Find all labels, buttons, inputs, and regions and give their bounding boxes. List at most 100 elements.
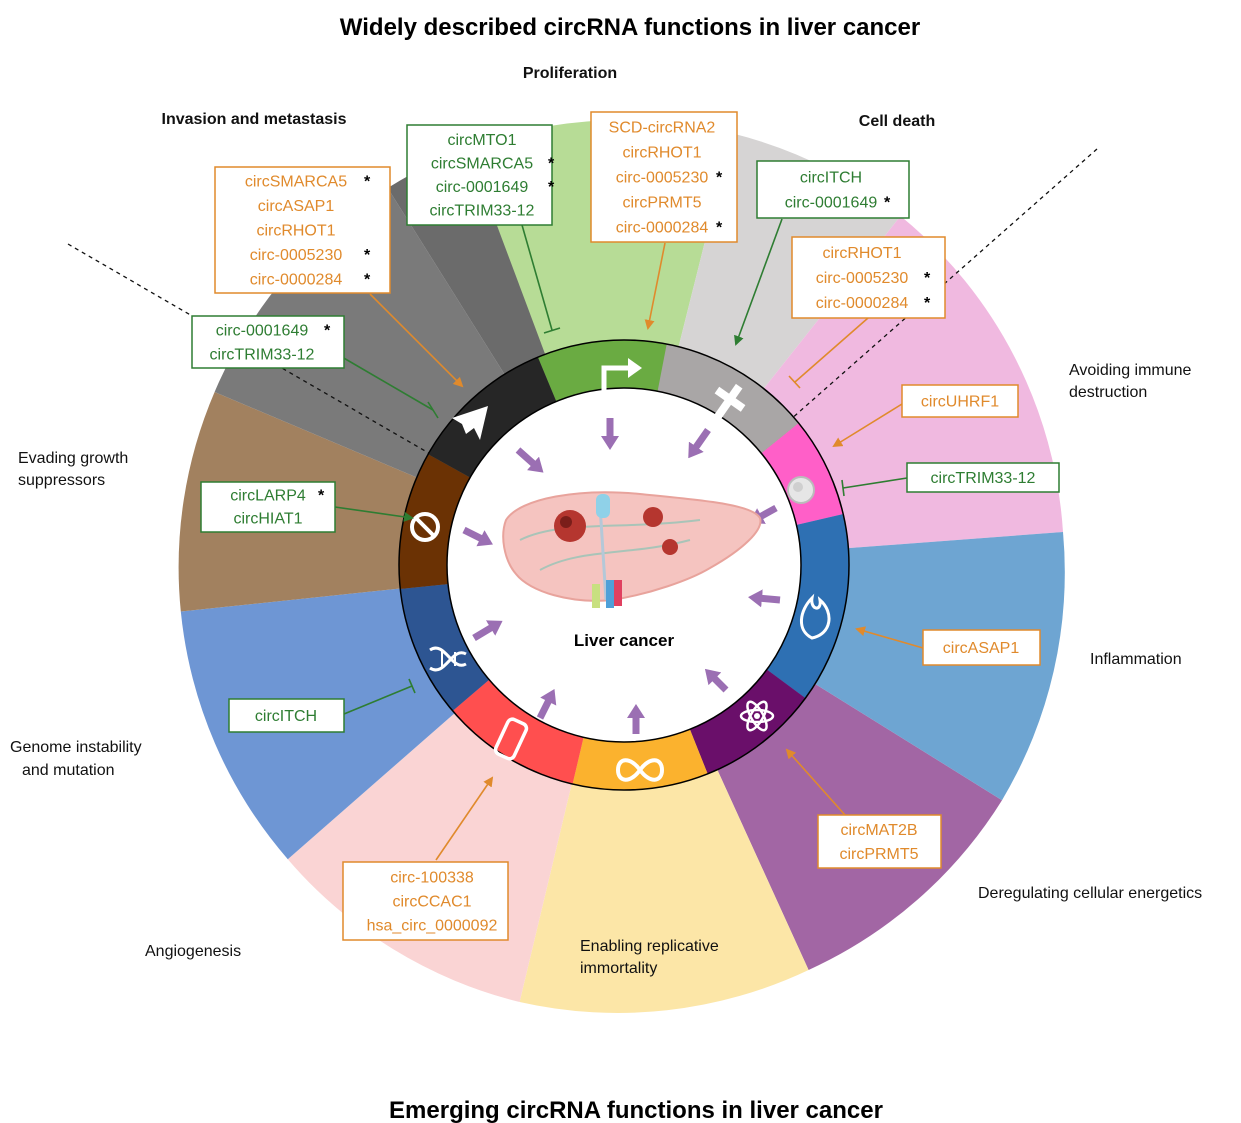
arrow-genome [472, 620, 503, 642]
significance-star: * [884, 195, 891, 212]
box-frame [906, 462, 1060, 493]
box-frame [200, 481, 336, 533]
arrow-growth [462, 526, 493, 547]
circrna-name: circ-0000284 [616, 220, 709, 237]
circrna-name: circASAP1 [943, 640, 1020, 657]
connector-invasion-green [329, 349, 434, 411]
circrna-name: circTRIM33-12 [931, 470, 1036, 487]
circrna-name: circASAP1 [258, 198, 335, 215]
dna-icon [429, 646, 467, 672]
box-angio-orange: circ-100338 circCCAC1 hsa_circ_0000092 [342, 861, 509, 941]
ring-outer-border [398, 339, 850, 791]
connectors [329, 218, 924, 861]
label-genome-2: and mutation [22, 762, 115, 779]
circrna-name: circ-0005230 [816, 270, 909, 287]
connector-invasion-green-bar [427, 401, 439, 419]
box-frame [901, 384, 1019, 418]
label-angiogenesis: Angiogenesis [145, 943, 241, 960]
circrna-name: circMAT2B [840, 822, 917, 839]
label-evading-growth-2: suppressors [18, 472, 105, 489]
liver-illustration [502, 491, 762, 608]
circrna-name: circRHOT1 [622, 145, 701, 162]
sector-replicative [519, 565, 809, 1013]
circrna-name: circSMARCA5 [245, 173, 347, 190]
box-frame [214, 166, 391, 294]
box-invasion-orange: circSMARCA5*circASAP1circRHOT1circ-00052… [214, 166, 391, 294]
circrna-name: circITCH [800, 170, 862, 187]
label-immune-1: Avoiding immune [1069, 362, 1192, 379]
box-frame [922, 629, 1041, 666]
box-frame [756, 160, 910, 219]
box-frame [406, 124, 553, 226]
circrna-name: circTRIM33-12 [210, 346, 315, 363]
connector-prolif-green [521, 224, 553, 331]
infinity-icon [615, 758, 665, 782]
circrna-name: circPRMT5 [839, 846, 918, 863]
circrna-name: circ-0005230 [616, 170, 709, 187]
box-growth-green: circLARP4 * circHIAT1 [200, 481, 336, 533]
circrna-name: circ-0000284 [816, 295, 909, 312]
circrna-name: circ-0001649 [785, 195, 878, 212]
box-prolif-green: circMTO1circSMARCA5*circ-0001649*circTRI… [406, 124, 555, 226]
circrna-name: circITCH [255, 708, 317, 725]
ring-replicative [572, 729, 708, 791]
significance-star: * [716, 170, 723, 187]
box-inflammation-orange: circASAP1 [922, 629, 1041, 666]
significance-star: * [924, 295, 931, 312]
label-replicative-1: Enabling replicative [580, 938, 719, 955]
circrna-name: circUHRF1 [921, 393, 999, 410]
purple-arrows [462, 418, 781, 734]
box-immune-orange: circUHRF1 [901, 384, 1019, 418]
connector-immune-green-bar [841, 479, 845, 497]
circrna-name: hsa_circ_0000092 [367, 917, 498, 934]
circrna-name: circCCAC1 [392, 893, 471, 910]
significance-star: * [318, 488, 325, 505]
connector-prolif-green-bar [543, 327, 561, 334]
significance-star: * [924, 270, 931, 287]
box-prolif-orange: SCD-circRNA2circRHOT1circ-0005230*circPR… [590, 111, 738, 243]
box-frame [191, 315, 345, 369]
arrow-angiogenesis [536, 689, 557, 720]
significance-star: * [548, 179, 555, 196]
top-title: Widely described circRNA functions in li… [340, 14, 920, 41]
significance-star: * [364, 271, 371, 288]
atom-icon [739, 700, 775, 732]
circrna-name: circMTO1 [447, 132, 516, 149]
category-proliferation: Proliferation [523, 65, 617, 82]
circrna-name: circHIAT1 [233, 511, 302, 528]
label-energetics: Deregulating cellular energetics [978, 885, 1202, 902]
box-frame [342, 861, 509, 941]
connector-immune-green [842, 477, 908, 489]
connector-death-orange-bar [788, 375, 801, 389]
circrna-name: circPRMT5 [622, 195, 701, 212]
circrna-name: circ-0001649 [216, 322, 309, 339]
box-immune-green: circTRIM33-12 [906, 462, 1060, 493]
box-invasion-green: circ-0001649*circTRIM33-12 [191, 315, 345, 369]
proliferation-arrow-icon [601, 358, 642, 395]
box-frame [590, 111, 738, 243]
circrna-name: circSMARCA5 [431, 155, 533, 172]
box-frame [817, 814, 942, 869]
label-immune-2: destruction [1069, 384, 1147, 401]
connector-genome-green [343, 685, 413, 715]
circrna-name: circTRIM33-12 [430, 202, 535, 219]
ring-inflammation [766, 514, 849, 698]
arrow-immune [749, 504, 778, 524]
connector-invasion-orange [369, 293, 464, 388]
connector-immune-orange [832, 403, 903, 448]
significance-star: * [364, 173, 371, 190]
significance-star: * [716, 220, 723, 237]
circrna-name: circ-100338 [390, 869, 474, 886]
significance-star: * [364, 247, 371, 264]
box-genome-green: circITCH [228, 698, 345, 733]
connector-death-green [734, 218, 783, 346]
circrna-name: circLARP4 [230, 488, 306, 505]
box-death-green: circITCH circ-0001649 * [756, 160, 910, 219]
arrow-cell-death [688, 427, 711, 459]
label-inflammation: Inflammation [1090, 651, 1182, 668]
connector-angio-orange [435, 776, 494, 861]
ring-angiogenesis [452, 679, 584, 784]
circrna-name: circ-0005230 [250, 247, 343, 264]
